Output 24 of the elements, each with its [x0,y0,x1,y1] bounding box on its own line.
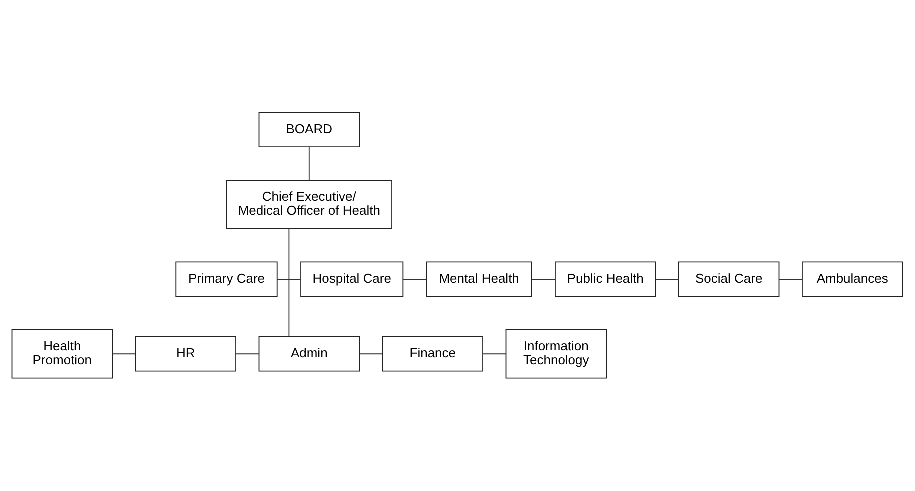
node-box: Admin [258,336,360,372]
connector [403,279,427,280]
node-box: BOARD [258,112,360,148]
node-box: Finance [382,336,484,372]
node-box: Information Technology [506,330,607,379]
connector [359,354,384,355]
connector [655,279,680,280]
connector [236,354,260,355]
node-box: Public Health [555,262,656,298]
node-box: Chief Executive/ Medical Officer of Health [226,180,392,230]
node-box: Hospital Care [300,262,404,298]
node-box: Health Promotion [12,330,113,379]
connector [482,354,507,355]
node-box: Social Care [678,262,780,298]
connector [288,228,290,338]
node-box: Primary Care [176,262,278,298]
node-box: Mental Health [426,262,532,298]
connector [532,279,556,280]
connector [778,279,803,280]
connector [276,279,302,280]
node-box: HR [135,336,236,372]
connector [112,354,136,355]
connector [308,146,310,181]
node-box: Ambulances [802,262,904,298]
